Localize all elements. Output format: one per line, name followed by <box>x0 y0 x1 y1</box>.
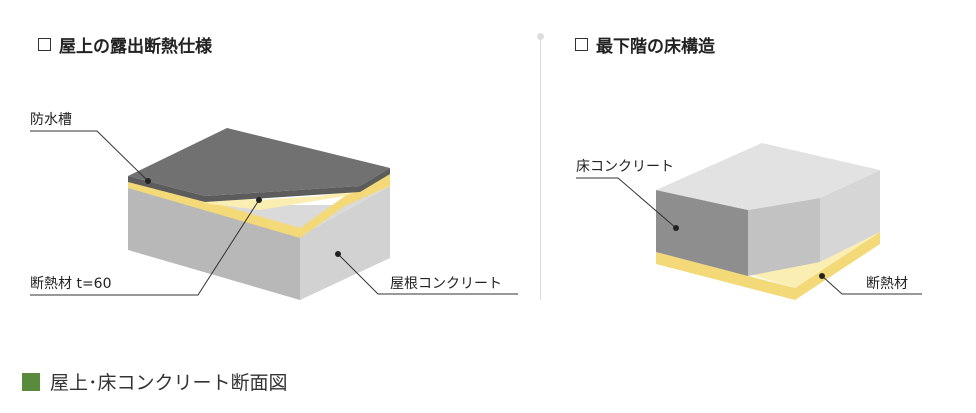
section-title-floor: 最下階の床構造 <box>575 32 715 57</box>
roof-concrete-side-face <box>300 186 390 300</box>
label-floor-concrete: 床コンクリート <box>576 159 674 175</box>
vertical-divider <box>540 36 541 300</box>
floor-concrete-top-face <box>656 143 880 210</box>
divider-dot <box>537 33 544 40</box>
floor-concrete-side-face <box>820 170 880 262</box>
floor-insulation-layer <box>656 232 880 300</box>
floor-insulation-top <box>748 232 880 288</box>
leader-insulation-t <box>30 199 260 296</box>
roof-block <box>128 128 390 300</box>
roof-concrete-top-cut <box>210 186 390 236</box>
leader-waterproof <box>30 130 149 182</box>
leader-roof-concrete <box>337 253 518 295</box>
floor-concrete-front-face <box>748 198 820 276</box>
leader-floor-concrete <box>576 177 677 229</box>
leader-dot-insulation <box>819 273 825 279</box>
roof-waterproof-edge <box>128 168 390 202</box>
floor-block <box>656 143 880 300</box>
leader-dot-insulation-t <box>256 197 262 203</box>
section-title-roof-text: 屋上の露出断熱仕様 <box>59 37 212 57</box>
section-title-roof: 屋上の露出断熱仕様 <box>38 32 212 57</box>
label-waterproof: 防水槽 <box>30 112 72 128</box>
label-roof-concrete: 屋根コンクリート <box>390 276 502 292</box>
green-square-icon <box>22 372 40 391</box>
label-insulation: 断熱材 <box>866 276 908 292</box>
figure-caption: 屋上･床コンクリート断面図 <box>22 368 288 395</box>
roof-waterproof-layer <box>128 128 390 196</box>
checkbox-square-icon <box>38 38 51 51</box>
leader-insulation <box>821 275 922 295</box>
leader-dot-roof-concrete <box>335 251 341 257</box>
floor-concrete-cut-face <box>656 190 748 276</box>
figure-caption-text: 屋上･床コンクリート断面図 <box>50 372 288 394</box>
leader-dot-floor-concrete <box>673 225 679 231</box>
section-title-floor-text: 最下階の床構造 <box>596 37 715 57</box>
roof-insulation-layer <box>128 174 390 238</box>
roof-concrete-front-face <box>128 186 300 300</box>
label-insulation-t: 断熱材 t=60 <box>30 276 111 292</box>
leader-dot-waterproof <box>145 178 151 184</box>
checkbox-square-icon <box>575 38 588 51</box>
